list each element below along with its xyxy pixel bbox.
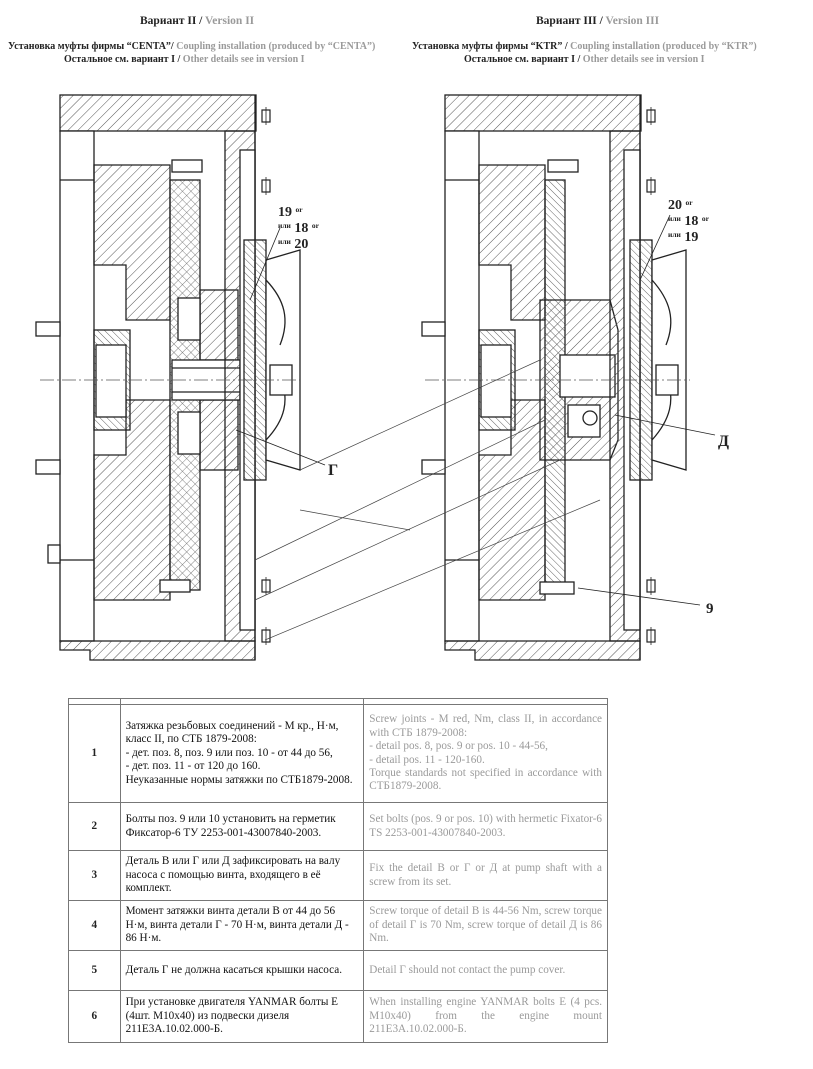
callout-part-c: 19 bbox=[684, 230, 699, 245]
left-subtitle2-ru: Остальное см. вариант I / bbox=[64, 54, 183, 65]
or-label: or или bbox=[278, 221, 319, 246]
version-3-title-ru: Вариант III bbox=[536, 15, 597, 27]
title-separator: / bbox=[596, 15, 606, 27]
right-subtitle2-en: Other details see in version I bbox=[582, 54, 705, 65]
left-subtitle2-en: Other details see in version I bbox=[182, 54, 305, 65]
version-3-title: Вариант III / Version III bbox=[536, 15, 659, 27]
left-subtitle-line2: Остальное см. вариант I / Other details … bbox=[64, 54, 305, 65]
callout-part-b: 18 bbox=[294, 221, 309, 236]
position-9-label: 9 bbox=[706, 601, 714, 617]
or-en: or bbox=[701, 214, 709, 223]
right-subtitle2-ru: Остальное см. вариант I / bbox=[464, 54, 583, 65]
projection-lines bbox=[254, 359, 601, 641]
callout-part-a: 20 bbox=[668, 198, 682, 213]
or-ru: или bbox=[668, 230, 681, 239]
version-2-title: Вариант II / Version II bbox=[140, 15, 254, 27]
note-number: 6 bbox=[68, 990, 121, 1043]
right-assembly-view bbox=[421, 94, 716, 661]
or-ru: или bbox=[278, 237, 291, 246]
callout-part-c: 20 bbox=[294, 237, 309, 252]
or-ru: или bbox=[278, 221, 291, 230]
right-subtitle-en: Coupling installation (produced by “KTR”… bbox=[570, 41, 757, 52]
note-text-ru: Затяжка резьбовых соединений - М кр., Н·… bbox=[119, 704, 365, 803]
version-3-title-en: Version III bbox=[605, 15, 660, 27]
note-number: 3 bbox=[68, 850, 121, 901]
assembly-drawing bbox=[35, 94, 716, 661]
note-text-ru: При установке двигателя YANMAR болты Е (… bbox=[119, 990, 365, 1043]
version-2-title-en: Version II bbox=[205, 15, 255, 27]
note-text-en: When installing engine YANMAR bolts E (4… bbox=[363, 990, 608, 1043]
or-en: or bbox=[685, 198, 693, 207]
callout-part-a: 19 bbox=[278, 205, 292, 220]
left-assembly-view bbox=[35, 94, 326, 661]
note-number: 2 bbox=[68, 802, 121, 851]
left-subtitle-ru: Установка муфты фирмы “CENTA”/ bbox=[8, 41, 174, 52]
version-2-title-ru: Вариант II bbox=[140, 15, 197, 27]
detail-d-label: Д bbox=[718, 433, 730, 450]
note-number: 1 bbox=[68, 704, 121, 803]
or-en: or bbox=[311, 221, 319, 230]
note-text-ru: Момент затяжки винта детали В от 44 до 5… bbox=[119, 900, 365, 951]
left-subtitle-en: Coupling installation (produced by “CENT… bbox=[173, 41, 376, 52]
detail-g-label: Г bbox=[328, 462, 339, 479]
right-subtitle-ru: Установка муфты фирмы “KTR” / bbox=[412, 41, 571, 52]
left-subtitle-line1: Установка муфты фирмы “CENTA”/ Coupling … bbox=[8, 41, 375, 52]
note-text-en: Screw joints - M red, Nm, class II, in a… bbox=[363, 704, 608, 803]
note-number: 5 bbox=[68, 950, 121, 991]
callout-part-b: 18 bbox=[684, 214, 699, 229]
note-text-en: Fix the detail В or Г or Д at pump shaft… bbox=[363, 850, 608, 901]
note-text-en: Detail Г should not contact the pump cov… bbox=[363, 950, 608, 991]
note-text-en: Set bolts (pos. 9 or pos. 10) with herme… bbox=[363, 802, 608, 851]
or-en: or bbox=[295, 205, 303, 214]
title-separator: / bbox=[196, 15, 206, 27]
note-text-en: Screw torque of detail В is 44-56 Nm, sc… bbox=[363, 900, 608, 951]
note-text-ru: Деталь В или Г или Д зафиксировать на ва… bbox=[119, 850, 365, 901]
note-text-ru: Болты поз. 9 или 10 установить на гермет… bbox=[119, 802, 365, 851]
right-subtitle-line1: Установка муфты фирмы “KTR” / Coupling i… bbox=[412, 41, 757, 52]
or-ru: или bbox=[668, 214, 681, 223]
note-text-ru: Деталь Г не должна касаться крышки насос… bbox=[119, 950, 365, 991]
right-subtitle-line2: Остальное см. вариант I / Other details … bbox=[464, 54, 705, 65]
note-number: 4 bbox=[68, 900, 121, 951]
or-label: or или bbox=[668, 214, 709, 239]
